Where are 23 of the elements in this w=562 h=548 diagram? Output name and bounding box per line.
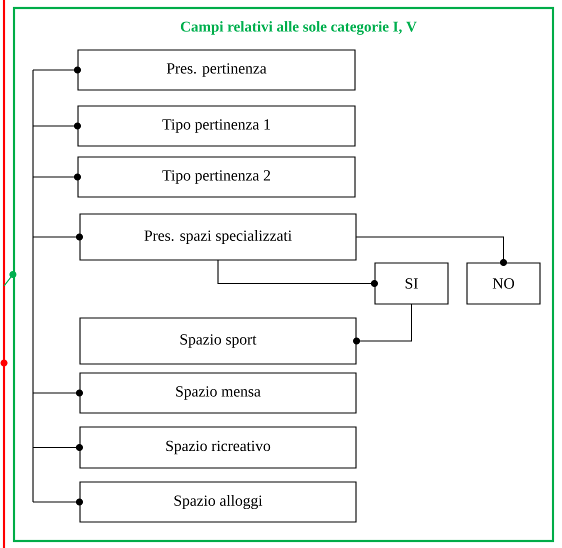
field-box: Spazio sport	[79, 317, 357, 365]
connector-line	[356, 236, 507, 266]
field-box: Pres. spazi specializzati	[79, 213, 357, 261]
connector-line	[33, 234, 83, 240]
connector-line	[32, 70, 34, 502]
connector-line	[4, 271, 16, 286]
field-box: Spazio mensa	[79, 372, 357, 414]
vertical-bar	[2, 0, 6, 548]
field-box: SI	[374, 262, 449, 305]
field-box: Tipo pertinenza 2	[77, 156, 356, 198]
field-box: NO	[466, 262, 541, 305]
connector-line	[33, 122, 81, 130]
connector-line	[33, 390, 83, 396]
connector-line	[33, 66, 81, 74]
connector-line	[353, 304, 412, 344]
field-box: Tipo pertinenza 1	[77, 105, 356, 147]
field-box: Pres. pertinenza	[77, 49, 356, 91]
field-box: Spazio alloggi	[79, 481, 357, 523]
connector-line	[217, 260, 378, 287]
connector-line	[33, 444, 83, 451]
connector-line	[33, 174, 81, 180]
connector-line	[33, 498, 83, 506]
field-box: Spazio ricreativo	[79, 426, 357, 469]
